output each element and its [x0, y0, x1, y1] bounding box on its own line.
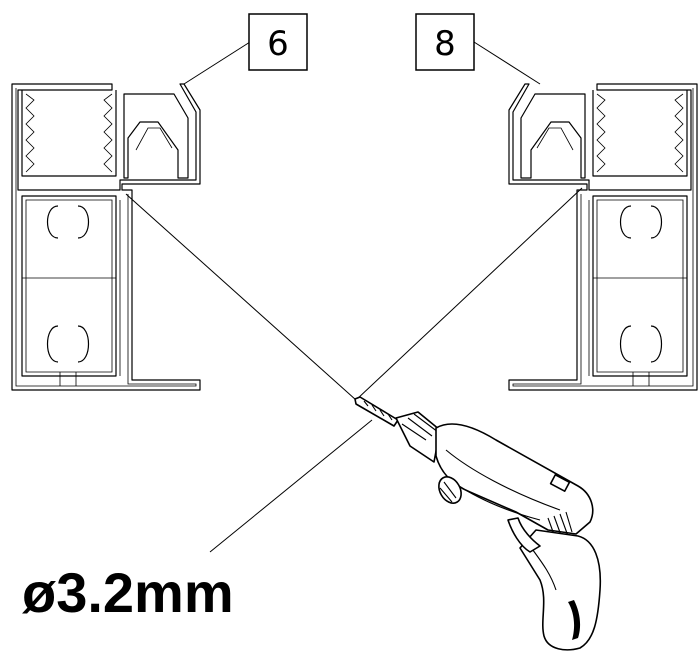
callout-label-left: 6 — [267, 24, 289, 64]
right-extrusion-profile — [508, 83, 698, 391]
spec-leader — [209, 419, 373, 553]
drill-chuck — [395, 411, 441, 463]
callout-leader-left — [183, 41, 251, 85]
callout-box-left — [248, 13, 308, 71]
drill-bit — [354, 396, 399, 427]
drill-icon — [354, 396, 602, 651]
drill-line-right — [355, 187, 583, 401]
drill-body — [435, 423, 594, 535]
callout-leader-right — [473, 41, 541, 85]
callout-label-right: 8 — [434, 24, 456, 64]
left-extrusion-profile — [11, 83, 201, 391]
drill-trigger — [507, 517, 541, 553]
drill-size-label: ø3.2mm — [22, 561, 234, 624]
callout-left: 6 — [248, 13, 308, 71]
callout-right: 8 — [415, 13, 475, 71]
callout-box-right — [415, 13, 475, 71]
drill-line-left — [125, 193, 357, 401]
